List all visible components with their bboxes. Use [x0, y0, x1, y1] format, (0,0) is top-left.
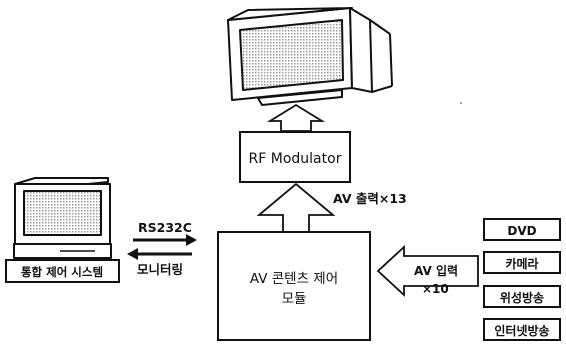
tv-monitor-icon	[227, 7, 393, 106]
module-label-line2: 모듈	[282, 291, 307, 307]
source-internet-box	[483, 318, 561, 341]
rs232c-label: RS232C	[138, 220, 192, 235]
control-system-label: 통합 제어 시스템	[21, 265, 103, 279]
source-internet: 인터넷방송	[494, 323, 549, 338]
source-dvd: DVD	[507, 224, 536, 238]
av-input-arrow	[376, 244, 479, 298]
rf-to-monitor-arrow	[266, 103, 326, 132]
module-to-rf-arrow	[256, 182, 336, 238]
source-satellite: 위성방송	[500, 290, 544, 305]
monitoring-arrow	[127, 248, 192, 260]
source-satellite-box	[483, 285, 561, 308]
monitoring-label: 모니터링	[137, 262, 183, 277]
source-camera: 카메라	[505, 256, 538, 271]
source-camera-box	[483, 251, 561, 274]
source-dvd-box	[483, 218, 561, 241]
av-output-label: AV 출력×13	[333, 191, 407, 206]
control-system-label-box	[5, 259, 120, 283]
rs232c-arrow	[133, 234, 197, 246]
av-content-control-module	[217, 231, 371, 341]
rf-modulator-label: RF Modulator	[249, 151, 342, 167]
source-list: DVD 카메라 위성방송 인터넷방송	[483, 218, 561, 341]
rf-modulator-box	[239, 131, 351, 183]
computer-icon	[13, 177, 112, 259]
av-input-label-line2: ×10	[422, 282, 449, 296]
module-label-line1: AV 콘텐츠 제어	[250, 271, 338, 287]
av-input-label-line1: AV 입력	[414, 264, 458, 278]
